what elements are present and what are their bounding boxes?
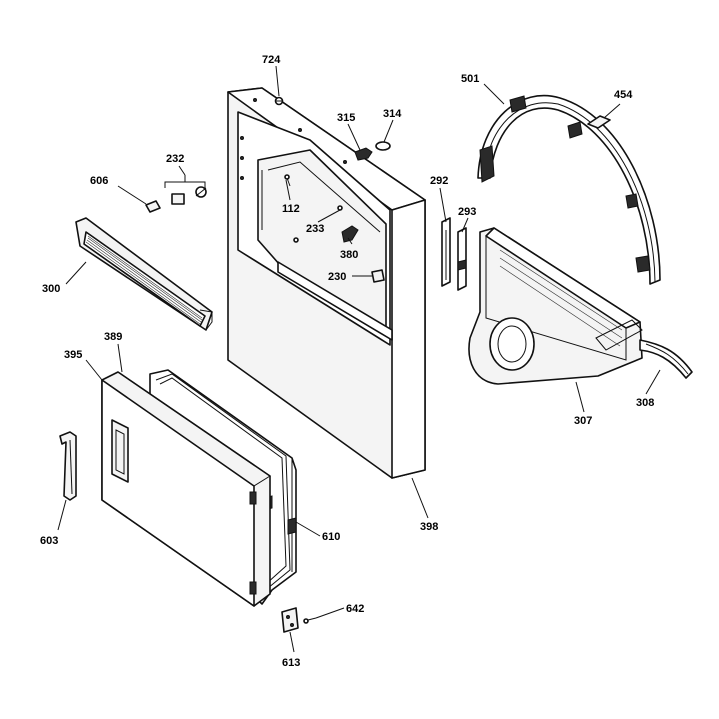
part-380-latch (341, 225, 359, 243)
callout-293: 293 (458, 206, 476, 218)
part-292-bracket (441, 217, 451, 287)
callout-454: 454 (614, 89, 633, 101)
callout-603: 603 (40, 535, 58, 547)
callout-232: 232 (166, 153, 184, 165)
callout-233: 233 (306, 223, 324, 235)
callout-501: 501 (461, 73, 479, 85)
part-300-grille (75, 217, 213, 331)
callout-300: 300 (42, 283, 60, 295)
callout-395: 395 (64, 349, 82, 361)
callout-642: 642 (346, 603, 364, 615)
part-230-strike (371, 269, 385, 283)
callout-314: 314 (383, 108, 402, 120)
callout-labels: 724 315 314 501 454 232 606 292 293 112 … (40, 54, 654, 669)
callout-315: 315 (337, 112, 355, 124)
callout-112: 112 (282, 203, 300, 215)
callout-389: 389 (104, 331, 122, 343)
callout-398: 398 (420, 521, 438, 533)
leader-lines (57, 65, 661, 653)
callout-380: 380 (340, 249, 358, 261)
callout-613: 613 (282, 657, 300, 669)
callout-606: 606 (90, 175, 108, 187)
part-642-screw (303, 617, 317, 624)
part-307-bulkhead (468, 227, 643, 385)
front-panel-398 (227, 87, 426, 479)
part-613-hinge (281, 607, 299, 633)
callout-292: 292 (430, 175, 448, 187)
part-293-bracket (457, 227, 467, 291)
part-454-pad (587, 115, 611, 129)
callout-610: 610 (322, 531, 340, 543)
part-724-screw (274, 96, 284, 106)
part-232-switch (164, 175, 207, 205)
part-315-bracket (354, 147, 373, 161)
part-395-outer-door (101, 371, 271, 607)
part-501-bearing-arc (477, 94, 661, 285)
part-603-handle (59, 431, 77, 501)
callout-308: 308 (636, 397, 654, 409)
callout-307: 307 (574, 415, 592, 427)
part-308-seal (639, 339, 693, 379)
part-112-screw (284, 174, 291, 187)
part-314-clip (375, 141, 391, 151)
callout-724: 724 (262, 54, 281, 66)
callout-230: 230 (328, 271, 346, 283)
part-606-screw (145, 200, 161, 213)
